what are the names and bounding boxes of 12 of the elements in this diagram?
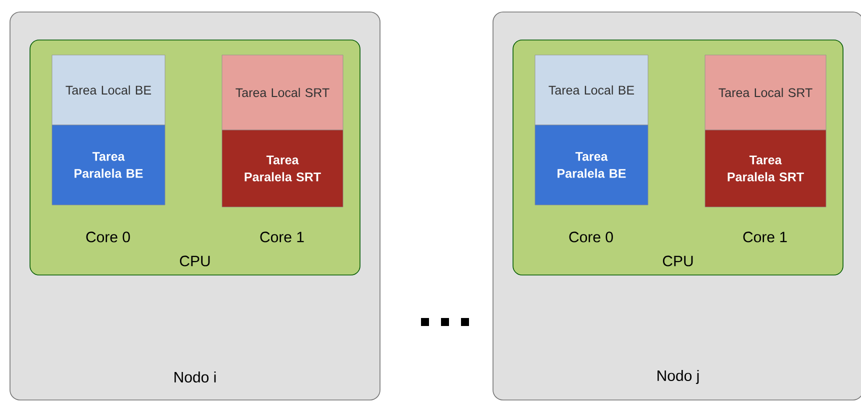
- task-box: Tarea Local SRT: [704, 54, 826, 130]
- core-label: Core 0: [86, 232, 130, 242]
- core-label: Core 0: [569, 232, 613, 242]
- core-label: Core 1: [260, 232, 304, 242]
- task-box: Tarea Local BE: [52, 54, 166, 126]
- task-box: Tarea Paralela BE: [52, 124, 166, 206]
- task-box: Tarea Local BE: [534, 54, 648, 126]
- task-box: Tarea Paralela SRT: [222, 130, 344, 208]
- task-box: Tarea Paralela SRT: [704, 130, 826, 208]
- core-label: Core 1: [743, 232, 787, 242]
- task-box: Tarea Local SRT: [222, 54, 344, 130]
- task-box: Tarea Paralela BE: [534, 124, 648, 206]
